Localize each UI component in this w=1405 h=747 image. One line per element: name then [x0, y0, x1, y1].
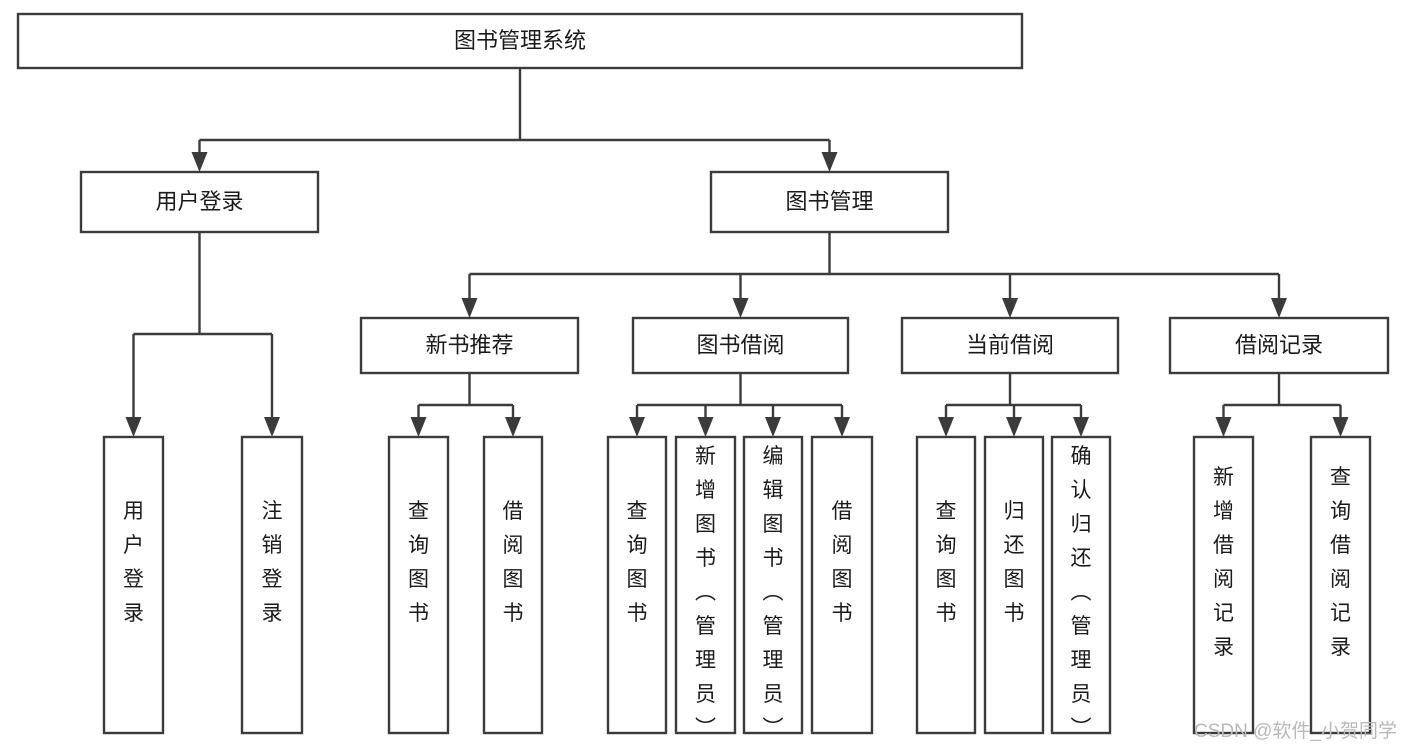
node-label: 编辑图书︵管理员︶	[763, 445, 784, 740]
arrow-head-icon	[505, 417, 521, 437]
node-label: 确认归还︵管理员︶	[1071, 445, 1092, 740]
arrow-head-icon	[834, 417, 850, 437]
node-box	[359, 316, 580, 375]
node-box	[810, 435, 874, 735]
node-leaf-add-book-admin[interactable]: 新增图书︵管理员︶	[674, 435, 737, 740]
node-label: 新增借阅记录	[1213, 466, 1234, 659]
node-leaf-add-borrow-record[interactable]: 新增借阅记录	[1192, 435, 1255, 735]
arrow-head-icon	[765, 417, 781, 437]
node-label: 用户登录	[155, 189, 243, 214]
node-current-borrow[interactable]: 当前借阅	[900, 316, 1120, 375]
node-label: 注销登录	[262, 500, 283, 625]
node-leaf-logout-login[interactable]: 注销登录	[240, 435, 304, 735]
arrow-head-icon	[1006, 417, 1022, 437]
node-box	[606, 435, 668, 735]
node-root[interactable]: 图书管理系统	[16, 12, 1024, 70]
node-box	[16, 12, 1024, 70]
node-label: 当前借阅	[966, 332, 1054, 357]
node-label: 用户登录	[123, 500, 144, 625]
node-leaf-confirm-return-admin[interactable]: 确认归还︵管理员︶	[1050, 435, 1112, 740]
node-label: 新增图书︵管理员︶	[695, 445, 716, 740]
node-leaf-query-book-current[interactable]: 查询图书	[915, 435, 977, 735]
node-book-management[interactable]: 图书管理	[709, 170, 950, 234]
node-box	[709, 170, 950, 234]
arrow-head-icon	[1332, 417, 1349, 437]
node-box	[742, 435, 804, 735]
arrow-head-icon	[938, 417, 954, 437]
node-label: 借阅记录	[1235, 332, 1323, 357]
node-leaf-borrow-book-recommend[interactable]: 借阅图书	[482, 435, 544, 735]
node-borrow-record[interactable]: 借阅记录	[1168, 316, 1390, 375]
node-box	[631, 316, 850, 375]
node-label: 查询图书	[627, 500, 648, 625]
node-box	[1168, 316, 1390, 375]
node-user-login[interactable]: 用户登录	[79, 170, 320, 234]
node-label: 查询图书	[936, 500, 957, 625]
node-label: 图书管理	[785, 189, 873, 214]
node-leaf-return-book[interactable]: 归还图书	[983, 435, 1045, 735]
node-layer: 图书管理系统用户登录图书管理新书推荐图书借阅当前借阅借阅记录用户登录注销登录查询…	[16, 12, 1390, 740]
arrow-head-icon	[697, 417, 714, 437]
node-label: 图书管理系统	[454, 28, 586, 53]
node-new-book-recommend[interactable]: 新书推荐	[359, 316, 580, 375]
arrow-head-icon	[264, 417, 280, 437]
connector-layer	[125, 68, 1349, 437]
node-box	[102, 435, 165, 735]
node-label: 归还图书	[1004, 500, 1025, 625]
node-box	[387, 435, 450, 735]
arrow-head-icon	[461, 298, 478, 318]
node-label: 借阅图书	[503, 500, 524, 625]
node-label: 图书借阅	[696, 332, 784, 357]
node-leaf-query-book-recommend[interactable]: 查询图书	[387, 435, 450, 735]
node-box	[1192, 435, 1255, 735]
arrow-head-icon	[732, 298, 749, 318]
node-leaf-edit-book-admin[interactable]: 编辑图书︵管理员︶	[742, 435, 804, 740]
node-box	[1309, 435, 1372, 735]
arrow-head-icon	[410, 417, 427, 437]
node-box	[900, 316, 1120, 375]
arrow-head-icon	[629, 417, 645, 437]
node-box	[674, 435, 737, 735]
arrow-head-icon	[821, 152, 838, 172]
node-box	[915, 435, 977, 735]
arrow-head-icon	[191, 152, 208, 172]
node-book-borrow[interactable]: 图书借阅	[631, 316, 850, 375]
node-leaf-user-login[interactable]: 用户登录	[102, 435, 165, 735]
arrow-head-icon	[1073, 417, 1089, 437]
arrow-head-icon	[1215, 417, 1232, 437]
node-box	[240, 435, 304, 735]
node-box	[1050, 435, 1112, 735]
node-box	[482, 435, 544, 735]
node-leaf-borrow-book[interactable]: 借阅图书	[810, 435, 874, 735]
arrow-head-icon	[1002, 298, 1018, 318]
node-leaf-query-book-borrow[interactable]: 查询图书	[606, 435, 668, 735]
node-label: 新书推荐	[425, 332, 513, 357]
node-label: 查询图书	[408, 500, 429, 625]
arrow-head-icon	[1271, 298, 1287, 318]
node-label: 借阅图书	[832, 500, 853, 625]
node-box	[79, 170, 320, 234]
node-leaf-query-borrow-record[interactable]: 查询借阅记录	[1309, 435, 1372, 735]
node-label: 查询借阅记录	[1330, 466, 1351, 659]
arrow-head-icon	[125, 417, 142, 437]
node-box	[983, 435, 1045, 735]
